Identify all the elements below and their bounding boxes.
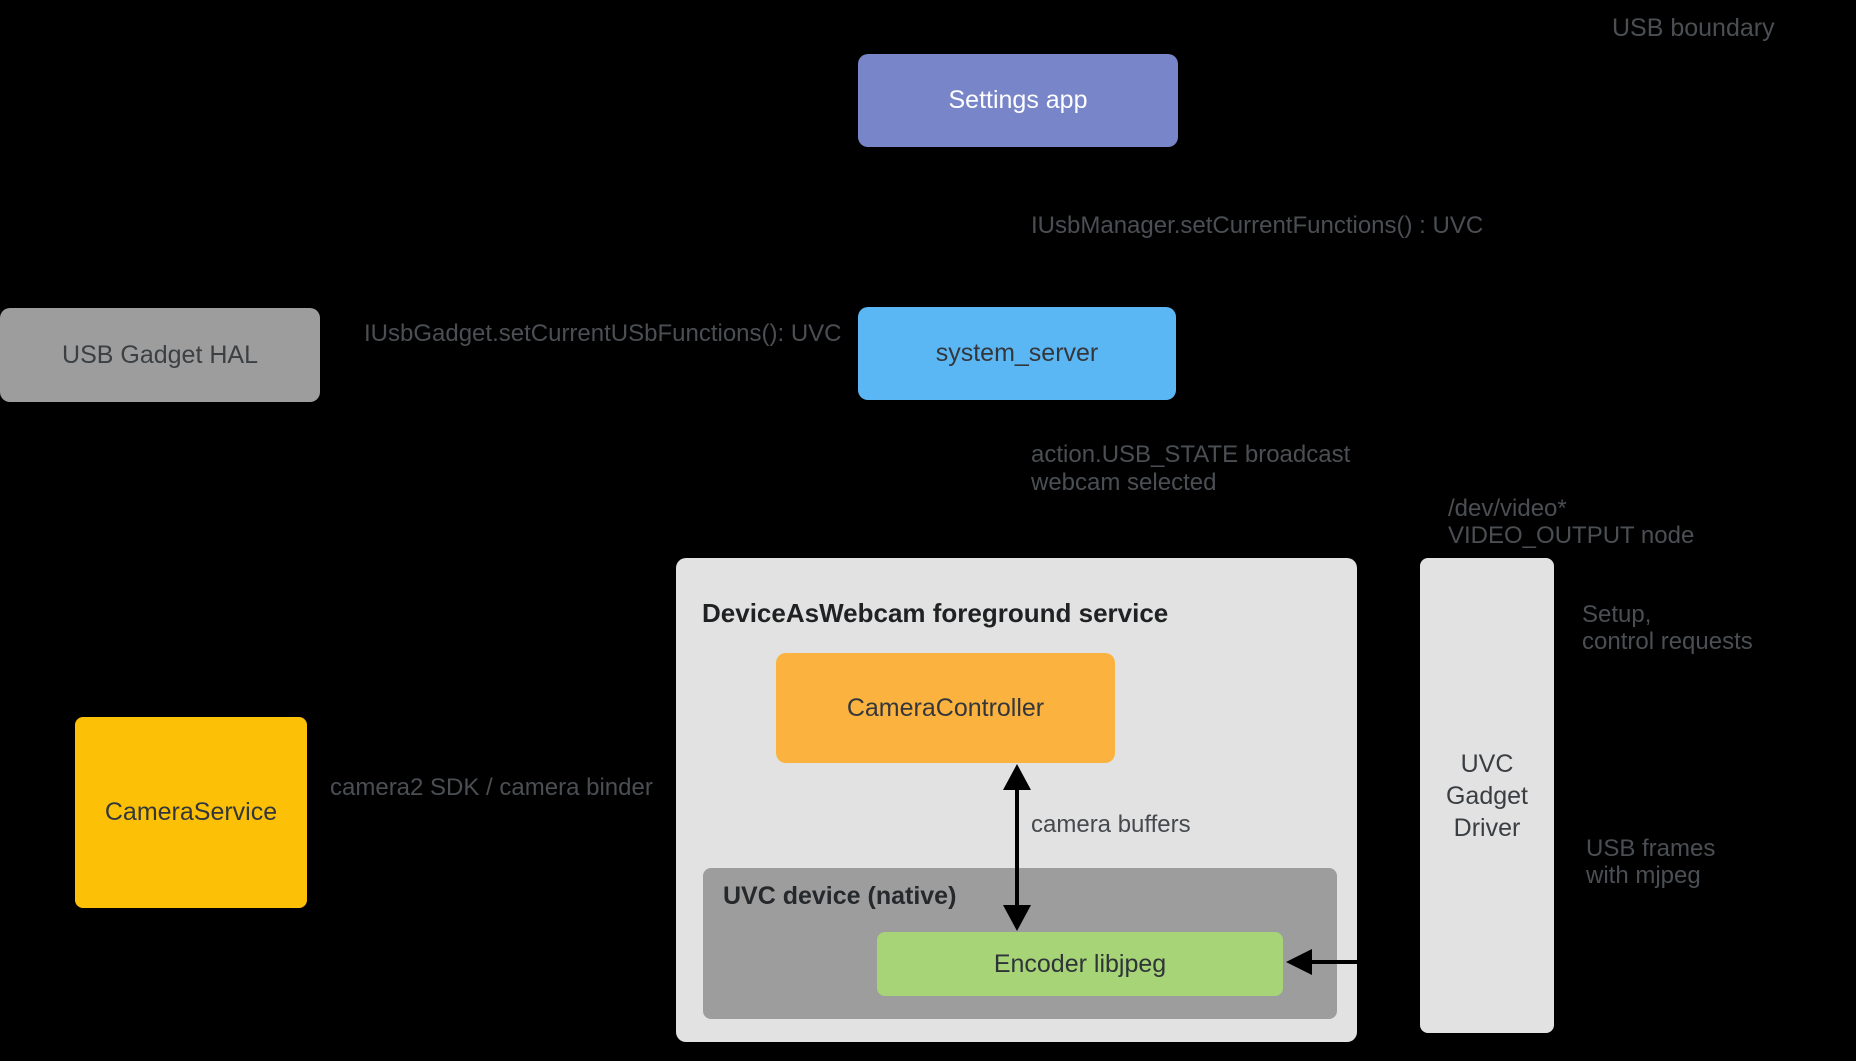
connector-settings-to-system-server xyxy=(1015,147,1018,307)
usb-frames-arrow xyxy=(1286,949,1420,975)
setup-control-requests-label: Setup, control requests xyxy=(1582,601,1753,655)
settings-app-label: Settings app xyxy=(948,86,1088,114)
connector-cameraservice-to-service xyxy=(307,810,676,813)
uvc-gadget-driver-label-line3: Driver xyxy=(1453,813,1521,842)
usb-gadget-hal-box: USB Gadget HAL xyxy=(0,308,320,402)
camera-buffers-arrow-shaft xyxy=(1015,784,1019,911)
encoder-libjpeg-label: Encoder libjpeg xyxy=(993,949,1167,978)
settings-app-box: Settings app xyxy=(858,54,1178,147)
action-usb-state-line2: webcam selected xyxy=(1031,469,1217,496)
deviceaswebcam-service-title: DeviceAsWebcam foreground service xyxy=(702,598,1169,628)
system-server-box: system_server xyxy=(858,307,1176,400)
connector-hal-to-system-server xyxy=(320,353,858,356)
uvc-gadget-driver-label-line2: Gadget xyxy=(1445,781,1528,810)
action-usb-state-line1: action.USB_STATE broadcast xyxy=(1031,441,1351,468)
arrowhead-down-icon xyxy=(1003,905,1031,931)
dev-video-line2: VIDEO_OUTPUT node xyxy=(1448,522,1695,549)
camera-controller-label: CameraController xyxy=(846,693,1045,722)
usb-frames-mjpeg-label: USB frames with mjpeg xyxy=(1586,835,1715,889)
system-server-label: system_server xyxy=(935,339,1099,367)
encoder-libjpeg-box: Encoder libjpeg xyxy=(877,932,1283,996)
camera-buffers-arrow xyxy=(1003,764,1031,931)
camera-service-box: CameraService xyxy=(75,717,307,908)
camera-buffers-label: camera buffers xyxy=(1031,811,1191,838)
uvc-device-native-title: UVC device (native) xyxy=(723,882,957,910)
usb-frames-arrow-shaft xyxy=(1312,960,1420,964)
dev-video-node-label: /dev/video* VIDEO_OUTPUT node xyxy=(1448,495,1694,549)
iusbgadget-call-label: IUsbGadget.setCurrentUSbFunctions(): UVC xyxy=(364,320,842,347)
usb-gadget-hal-label: USB Gadget HAL xyxy=(62,340,258,369)
usb-frames-line2: with mjpeg xyxy=(1586,862,1701,889)
uvc-gadget-driver-label-line1: UVC xyxy=(1460,749,1514,778)
setup-control-line2: control requests xyxy=(1582,628,1753,655)
usb-boundary-label: USB boundary xyxy=(1612,14,1775,42)
iusbmanager-call-label: IUsbManager.setCurrentFunctions() : UVC xyxy=(1031,212,1484,239)
uvc-gadget-driver-box: UVC Gadget Driver xyxy=(1420,558,1554,1033)
usb-frames-line1: USB frames xyxy=(1586,835,1716,862)
dev-video-line1: /dev/video* xyxy=(1448,495,1567,522)
camera2-sdk-label: camera2 SDK / camera binder xyxy=(330,774,653,801)
connector-system-server-to-service xyxy=(1015,400,1018,558)
camera-service-label: CameraService xyxy=(104,798,278,826)
setup-control-line1: Setup, xyxy=(1582,601,1652,628)
arrowhead-left-icon xyxy=(1286,949,1312,975)
action-usb-state-label: action.USB_STATE broadcast webcam select… xyxy=(1031,441,1350,497)
camera-controller-box: CameraController xyxy=(776,653,1115,763)
